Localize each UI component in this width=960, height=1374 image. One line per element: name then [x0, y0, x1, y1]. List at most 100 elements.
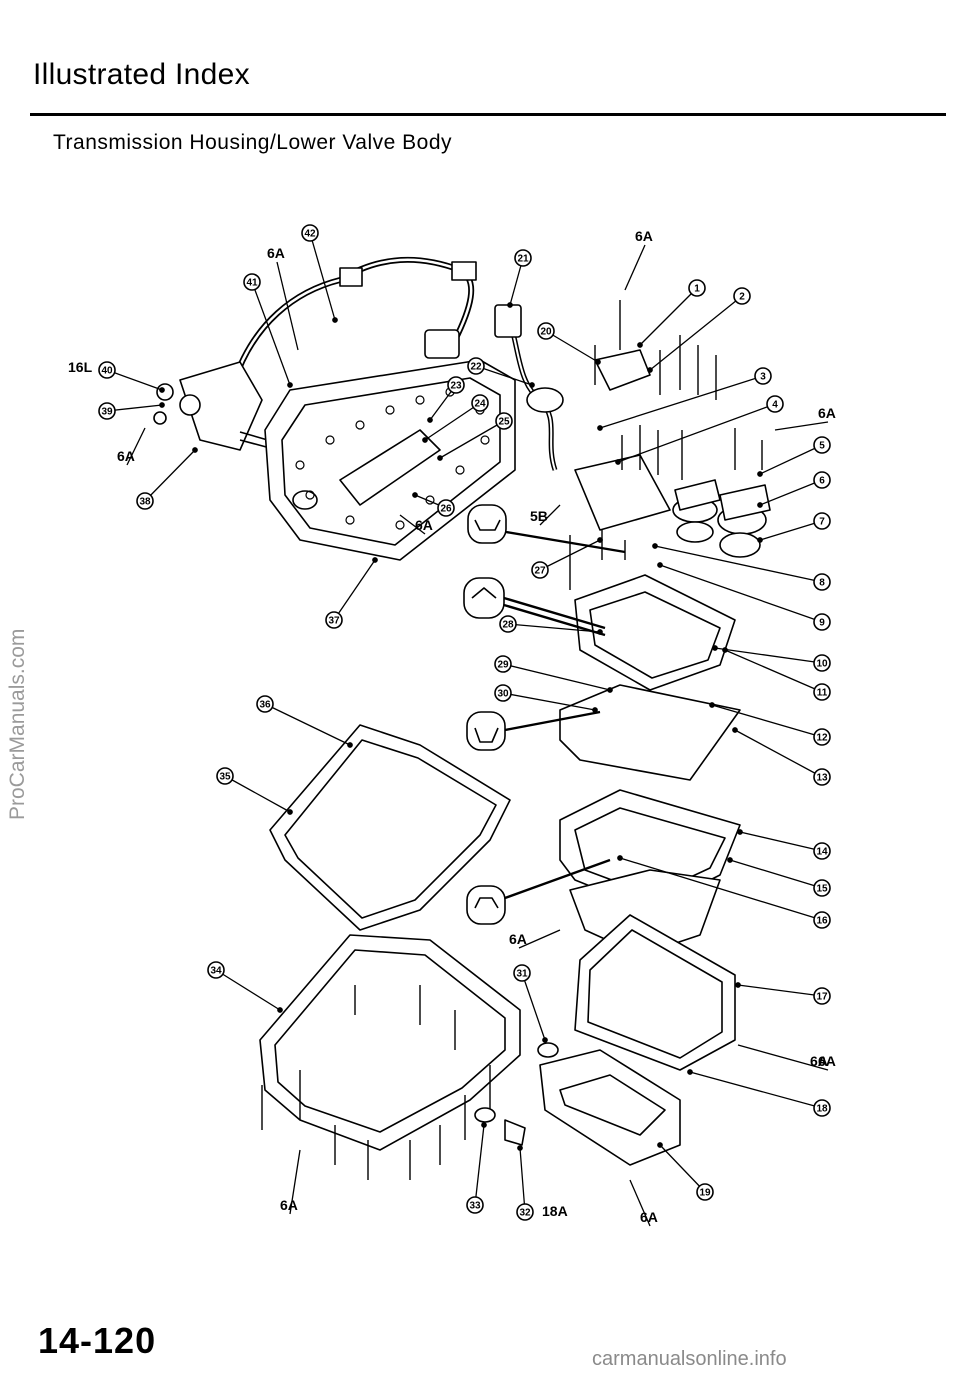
- callout-circle: [447, 376, 465, 394]
- detail-box: [463, 577, 505, 619]
- leader-arrowhead: [542, 1037, 548, 1043]
- callout-32: 32: [516, 1203, 534, 1221]
- callout-11: 11: [813, 683, 831, 701]
- leader-arrowhead: [652, 543, 658, 549]
- callout-number: 8: [819, 578, 825, 589]
- callout-number: 15: [816, 884, 828, 895]
- callout-leader-7: [759, 520, 823, 541]
- callout-circle: [216, 767, 234, 785]
- callout-leader-15: [729, 859, 823, 889]
- callout-number: 22: [470, 362, 482, 373]
- callout-circle: [136, 492, 154, 510]
- callout-circle: [813, 842, 831, 860]
- callout-number: 29: [497, 660, 509, 671]
- callout-circle: [466, 1196, 484, 1214]
- callout-number: 18: [816, 1104, 828, 1115]
- leader-arrowhead: [735, 982, 741, 988]
- leader-arrowhead: [737, 829, 743, 835]
- callout-number: 37: [328, 616, 340, 627]
- position-switch: [179, 361, 263, 451]
- callout-leader-13: [734, 729, 823, 778]
- leader-arrowhead: [372, 557, 378, 563]
- callout-number: 35: [219, 772, 231, 783]
- callout-leader-38: [144, 449, 196, 502]
- callout-leader-25: [439, 420, 505, 459]
- callout-number: 42: [304, 229, 316, 240]
- torque-leader: [518, 929, 561, 949]
- callout-7: 7: [813, 512, 831, 530]
- callout-leader-3: [599, 375, 764, 429]
- callout-leader-11: [724, 649, 823, 693]
- callout-number: 7: [819, 517, 825, 528]
- callout-leader-16: [619, 857, 823, 921]
- separator-plate: [559, 684, 741, 781]
- torque-leader: [289, 1149, 301, 1215]
- leader-arrowhead: [347, 742, 353, 748]
- callout-leader-19: [659, 1144, 706, 1193]
- callout-6: 6: [813, 471, 831, 489]
- leader-arrowhead: [757, 537, 763, 543]
- torque-label: 5B: [530, 508, 548, 524]
- callout-circle: [207, 961, 225, 979]
- callout-circle: [325, 611, 343, 629]
- callout-circle: [733, 287, 751, 305]
- callout-circle: [813, 768, 831, 786]
- harness-connector: [424, 329, 460, 359]
- callout-circle: [98, 361, 116, 379]
- page-title: Illustrated Index: [33, 58, 250, 91]
- callout-circle: [499, 615, 517, 633]
- callout-leader-41: [251, 281, 291, 386]
- callout-number: 20: [540, 327, 552, 338]
- callout-37: 37: [325, 611, 343, 629]
- callout-circle: [688, 279, 706, 297]
- callout-1: 1: [688, 279, 706, 297]
- torque-leader: [737, 1044, 829, 1071]
- callout-number: 30: [497, 689, 509, 700]
- detail-box: [466, 885, 506, 925]
- torque-leader: [399, 514, 426, 535]
- leader-arrowhead: [722, 647, 728, 653]
- leader-arrowhead: [507, 302, 513, 308]
- leader-arrowhead: [712, 645, 718, 651]
- callout-33: 33: [466, 1196, 484, 1214]
- callout-21: 21: [514, 249, 532, 267]
- callout-18: 18: [813, 1099, 831, 1117]
- callout-number: 39: [101, 407, 113, 418]
- callout-number: 23: [450, 381, 462, 392]
- leader-arrowhead: [517, 1145, 523, 1151]
- callout-8: 8: [813, 573, 831, 591]
- callout-13: 13: [813, 768, 831, 786]
- callout-number: 6: [819, 476, 825, 487]
- callout-leader-24: [424, 402, 481, 441]
- callout-27: 27: [531, 561, 549, 579]
- callout-number: 16: [816, 916, 828, 927]
- callout-14: 14: [813, 842, 831, 860]
- torque-leader: [539, 504, 561, 526]
- callout-23: 23: [447, 376, 465, 394]
- callout-circle: [813, 573, 831, 591]
- callout-circle: [813, 879, 831, 897]
- callout-42: 42: [301, 224, 319, 242]
- callout-leader-35: [224, 775, 291, 813]
- leader-arrowhead: [412, 492, 418, 498]
- leader-arrowhead: [529, 382, 535, 388]
- callout-circle: [754, 367, 772, 385]
- watermark: ProCarManuals.com: [6, 628, 29, 820]
- callout-39: 39: [98, 402, 116, 420]
- callout-number: 36: [259, 700, 271, 711]
- callout-35: 35: [216, 767, 234, 785]
- torque-label: 6A: [818, 405, 836, 421]
- callout-number: 21: [517, 254, 529, 265]
- callout-number: 33: [469, 1201, 481, 1212]
- harness-connector: [451, 261, 477, 281]
- callout-leader-37: [333, 559, 376, 621]
- solenoid-assembly: [594, 349, 651, 391]
- torque-label: 18A: [542, 1203, 568, 1219]
- callout-leader-20: [545, 330, 599, 363]
- callout-number: 14: [816, 847, 828, 858]
- callout-4: 4: [766, 395, 784, 413]
- leader-arrowhead: [687, 1069, 693, 1075]
- callout-leader-14: [739, 831, 823, 852]
- callout-leader-34: [215, 969, 281, 1011]
